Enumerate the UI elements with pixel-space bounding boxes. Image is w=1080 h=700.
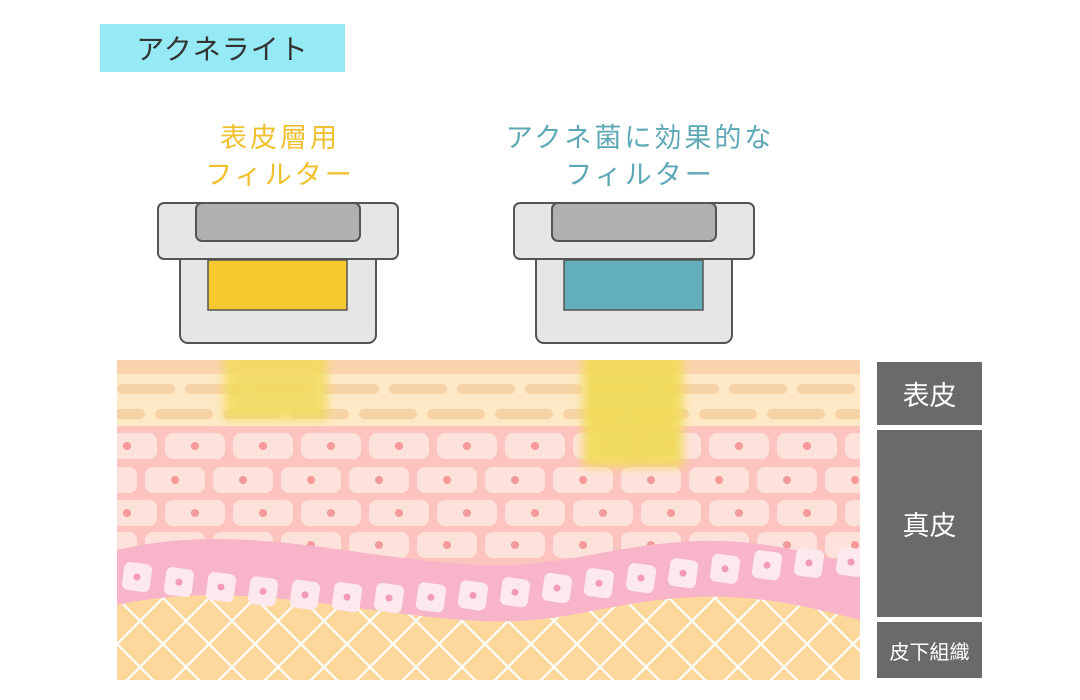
band-cell-nucleus [301, 591, 309, 599]
cell-nucleus [123, 509, 131, 517]
epidermis-brick [495, 409, 553, 419]
band-cell-nucleus [217, 583, 225, 591]
epidermis-brick [321, 384, 379, 394]
epidermis-brick [155, 409, 213, 419]
epidermis-brick [767, 409, 825, 419]
dermis-cell [845, 500, 860, 526]
band-cell-nucleus [805, 559, 813, 567]
light-beam-right [583, 360, 683, 467]
epidermis-brick [389, 384, 447, 394]
cell-nucleus [395, 509, 403, 517]
filter-label-line2: フィルター [565, 160, 715, 191]
cell-nucleus [191, 509, 199, 517]
cell-nucleus [443, 476, 451, 484]
band-cell-nucleus [553, 584, 561, 592]
cell-nucleus [579, 541, 587, 549]
light-device-right [513, 202, 755, 344]
dermis-cells [103, 433, 860, 558]
layer-label-subcutis: 皮下組織 [877, 622, 982, 678]
cell-nucleus [463, 509, 471, 517]
cell-nucleus [259, 442, 267, 450]
band-cell-nucleus [385, 594, 393, 602]
epidermis-brick [117, 409, 145, 419]
cell-nucleus [103, 476, 111, 484]
cell-nucleus [783, 476, 791, 484]
filter-label-epidermis: 表皮層用 フィルター [155, 120, 405, 194]
cell-nucleus [259, 509, 267, 517]
cell-nucleus [735, 442, 743, 450]
cell-nucleus [803, 442, 811, 450]
cell-nucleus [579, 476, 587, 484]
cell-nucleus [851, 541, 859, 549]
dermis-cell [117, 433, 157, 459]
epidermis-brick [117, 384, 175, 394]
cell-nucleus [803, 509, 811, 517]
cell-nucleus [647, 476, 655, 484]
band-cell-nucleus [343, 593, 351, 601]
filter-label-line1: 表皮層用 [220, 123, 340, 154]
filter-label-line2: フィルター [205, 160, 355, 191]
layer-label-epidermis: 表皮 [877, 362, 982, 425]
dermis-cell [117, 500, 157, 526]
cell-nucleus [667, 509, 675, 517]
wave-band-cells [121, 546, 860, 614]
cell-nucleus [375, 476, 383, 484]
cell-nucleus [851, 476, 859, 484]
cell-nucleus [511, 541, 519, 549]
epidermis-brick [359, 409, 417, 419]
cell-nucleus [783, 541, 791, 549]
band-cell-nucleus [721, 565, 729, 573]
epidermis-brick [835, 409, 860, 419]
cell-nucleus [171, 476, 179, 484]
band-cell-nucleus [595, 579, 603, 587]
band-cell-nucleus [679, 569, 687, 577]
cell-nucleus [395, 442, 403, 450]
band-cell-nucleus [847, 558, 855, 566]
band-cell-nucleus [637, 574, 645, 582]
light-beam-left [224, 360, 327, 420]
epidermis-brick [729, 384, 787, 394]
dermis-cell [825, 467, 860, 493]
cell-nucleus [327, 509, 335, 517]
filter-label-acne: アクネ菌に効果的な フィルター [490, 120, 790, 194]
epidermis-brick [699, 409, 757, 419]
band-cell-nucleus [511, 588, 519, 596]
cell-nucleus [191, 442, 199, 450]
cell-nucleus [307, 476, 315, 484]
band-cell-nucleus [469, 591, 477, 599]
filter-label-line1: アクネ菌に効果的な [505, 123, 775, 154]
epidermis-brick [427, 409, 485, 419]
cell-nucleus [531, 509, 539, 517]
cell-nucleus [103, 541, 111, 549]
epidermis-brick [457, 384, 515, 394]
filter-window-blue [563, 259, 704, 311]
band-cell-nucleus [175, 578, 183, 586]
cell-nucleus [735, 509, 743, 517]
band-cell-nucleus [427, 593, 435, 601]
cell-nucleus [531, 442, 539, 450]
cell-nucleus [715, 476, 723, 484]
dermis-cell [845, 433, 860, 459]
cell-nucleus [239, 476, 247, 484]
cell-nucleus [463, 442, 471, 450]
dermis-cell [117, 467, 137, 493]
light-device-left [157, 202, 399, 344]
cell-nucleus [443, 541, 451, 549]
page-title: アクネライト [100, 24, 345, 72]
band-cell-nucleus [259, 587, 267, 595]
cell-nucleus [599, 509, 607, 517]
cell-nucleus [511, 476, 519, 484]
band-cell-nucleus [763, 561, 771, 569]
epidermis-brick [797, 384, 855, 394]
cell-nucleus [123, 442, 131, 450]
band-cell-nucleus [133, 573, 141, 581]
layer-label-dermis: 真皮 [877, 430, 982, 617]
cell-nucleus [327, 442, 335, 450]
filter-window-yellow [207, 259, 348, 311]
cell-nucleus [375, 541, 383, 549]
epidermis-brick [525, 384, 583, 394]
